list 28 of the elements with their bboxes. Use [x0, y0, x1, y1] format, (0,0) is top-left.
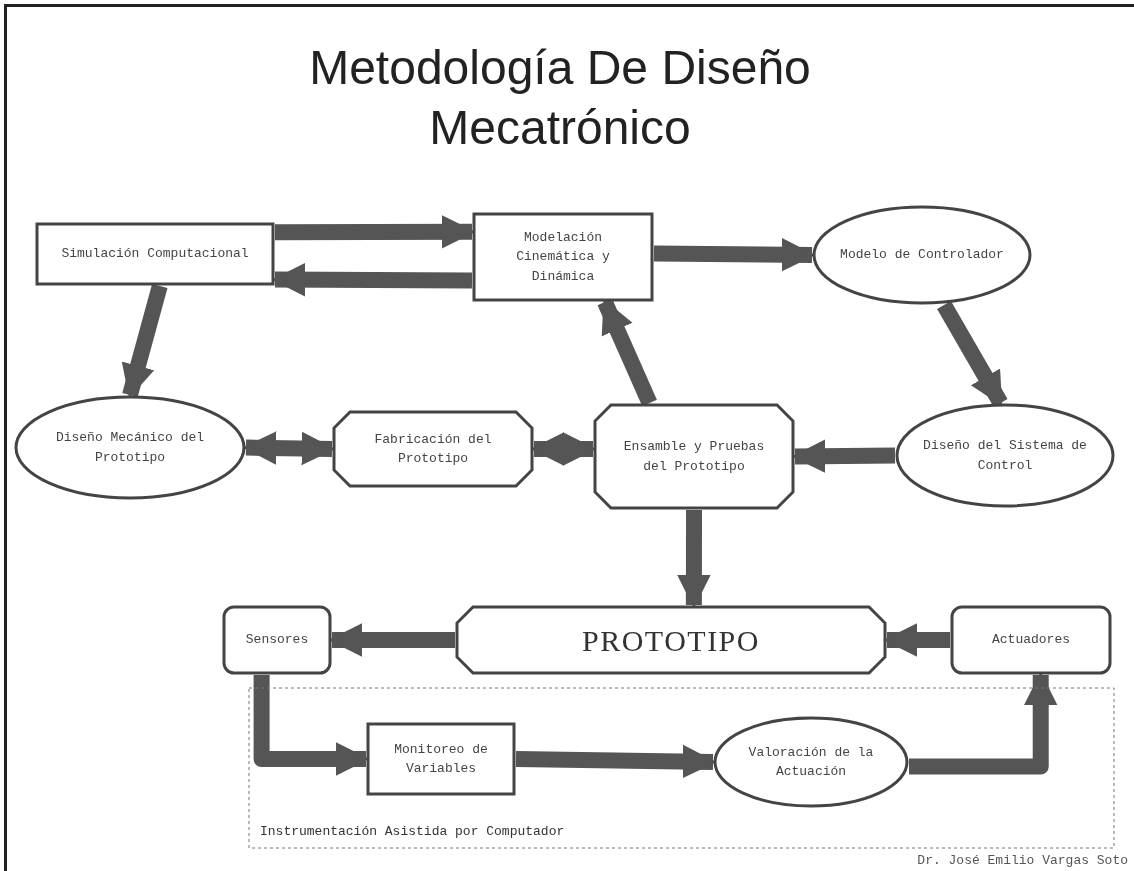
process-ellipse — [713, 716, 909, 808]
process-ellipse — [14, 395, 246, 500]
node-label: Ensamble y Pruebas del Prototipo — [622, 438, 766, 476]
dashed-group — [248, 687, 1115, 849]
node-label: Diseño Mecánico del Prototipo — [54, 429, 206, 467]
process-box — [222, 605, 332, 675]
node-label: Diseño del Sistema de Control — [922, 437, 1088, 475]
process-box — [472, 212, 654, 302]
node-label: PROTOTIPO — [582, 622, 760, 659]
node-label: Actuadores — [992, 631, 1070, 650]
node-label: Modelación Cinemática y Dinámica — [515, 228, 611, 286]
node-label: Valoración de la Actuación — [747, 743, 875, 781]
node-label: Modelo de Controlador — [840, 246, 1004, 265]
node-label: Fabricación del Prototipo — [373, 430, 493, 468]
process-box — [950, 605, 1112, 675]
block-arrow — [653, 237, 816, 272]
process-box — [366, 722, 516, 796]
process-box — [35, 222, 275, 286]
node-label: Simulación Computacional — [61, 245, 249, 264]
group-label: Instrumentación Asistida por Computador — [260, 822, 565, 841]
node-label: Monitoreo de Variables — [393, 740, 489, 778]
process-octagon — [332, 410, 534, 488]
process-ellipse — [895, 403, 1115, 508]
node-label: Sensores — [245, 631, 309, 650]
title: Metodología De Diseño Mecatrónico — [308, 40, 812, 156]
block-arrow — [515, 744, 717, 779]
author-credit: Dr. José Emilio Vargas Soto — [917, 852, 1128, 870]
process-ellipse — [812, 205, 1032, 305]
